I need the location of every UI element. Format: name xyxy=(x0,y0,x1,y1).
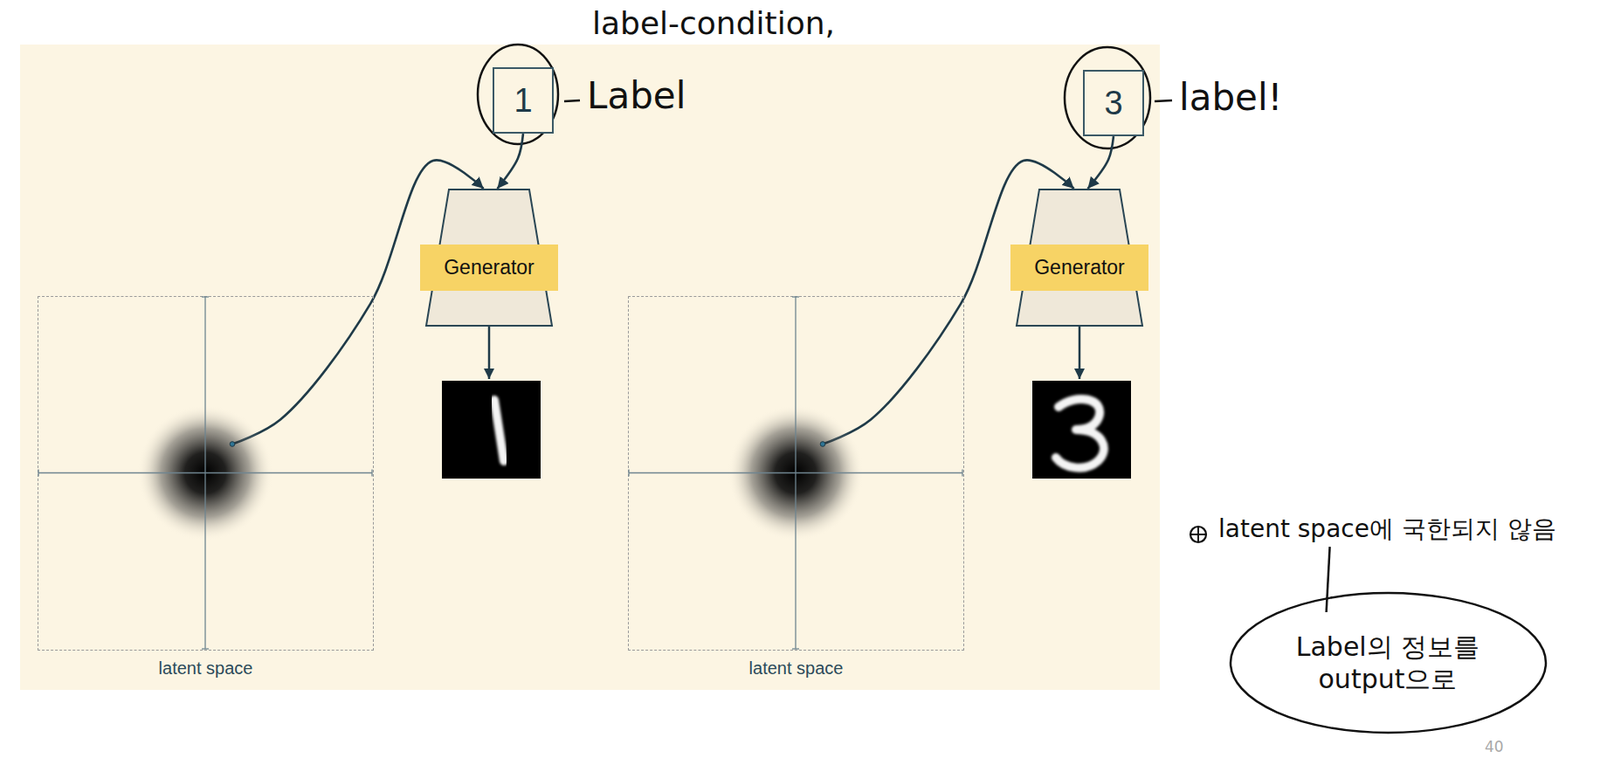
axis-caption: latent space xyxy=(38,658,373,679)
hand-note: label-condition, xyxy=(592,5,835,42)
latent-space-plot: latent space xyxy=(627,296,965,651)
label-box: 3 xyxy=(1082,69,1145,137)
hand-dash xyxy=(564,100,580,102)
class-label: 3 xyxy=(1103,86,1123,120)
digit-stroke xyxy=(1055,399,1104,469)
output-arrow xyxy=(488,326,491,380)
block-label: Generator xyxy=(1010,244,1149,291)
generator-block: Generator xyxy=(420,188,559,327)
hand-stroke xyxy=(1326,546,1331,613)
hand-note: latent space에 국한되지 않음 xyxy=(1218,515,1557,544)
hand-circle xyxy=(1064,47,1151,149)
latent-plot xyxy=(38,296,373,650)
label-box: 1 xyxy=(492,67,554,134)
slide-panel xyxy=(20,44,1160,690)
hand-ellipse xyxy=(1228,591,1548,735)
axis-caption: latent space xyxy=(628,658,964,679)
page-number: 40 xyxy=(1484,738,1504,757)
class-label: 1 xyxy=(513,83,532,118)
output-arrow xyxy=(1078,326,1082,380)
hand-circle xyxy=(477,44,559,145)
generator-block: Generator xyxy=(1010,188,1149,327)
block-label: Generator xyxy=(420,244,559,291)
hand-note: Label xyxy=(586,75,686,118)
hand-ellipse-note: Label의 정보를 output으로 xyxy=(1228,591,1548,735)
hand-note: label! xyxy=(1179,76,1283,119)
output-image xyxy=(1032,380,1132,479)
connector-arrow xyxy=(496,133,524,189)
hand-bullet xyxy=(1190,526,1207,543)
output-image xyxy=(441,380,541,479)
latent-space-plot: latent space xyxy=(37,296,374,651)
latent-plot xyxy=(628,296,964,650)
hand-dash xyxy=(1154,100,1173,102)
connector-arrow xyxy=(1087,136,1114,189)
digit-stroke xyxy=(494,400,504,462)
hand-note: Label의 정보를 output으로 xyxy=(1278,630,1497,697)
